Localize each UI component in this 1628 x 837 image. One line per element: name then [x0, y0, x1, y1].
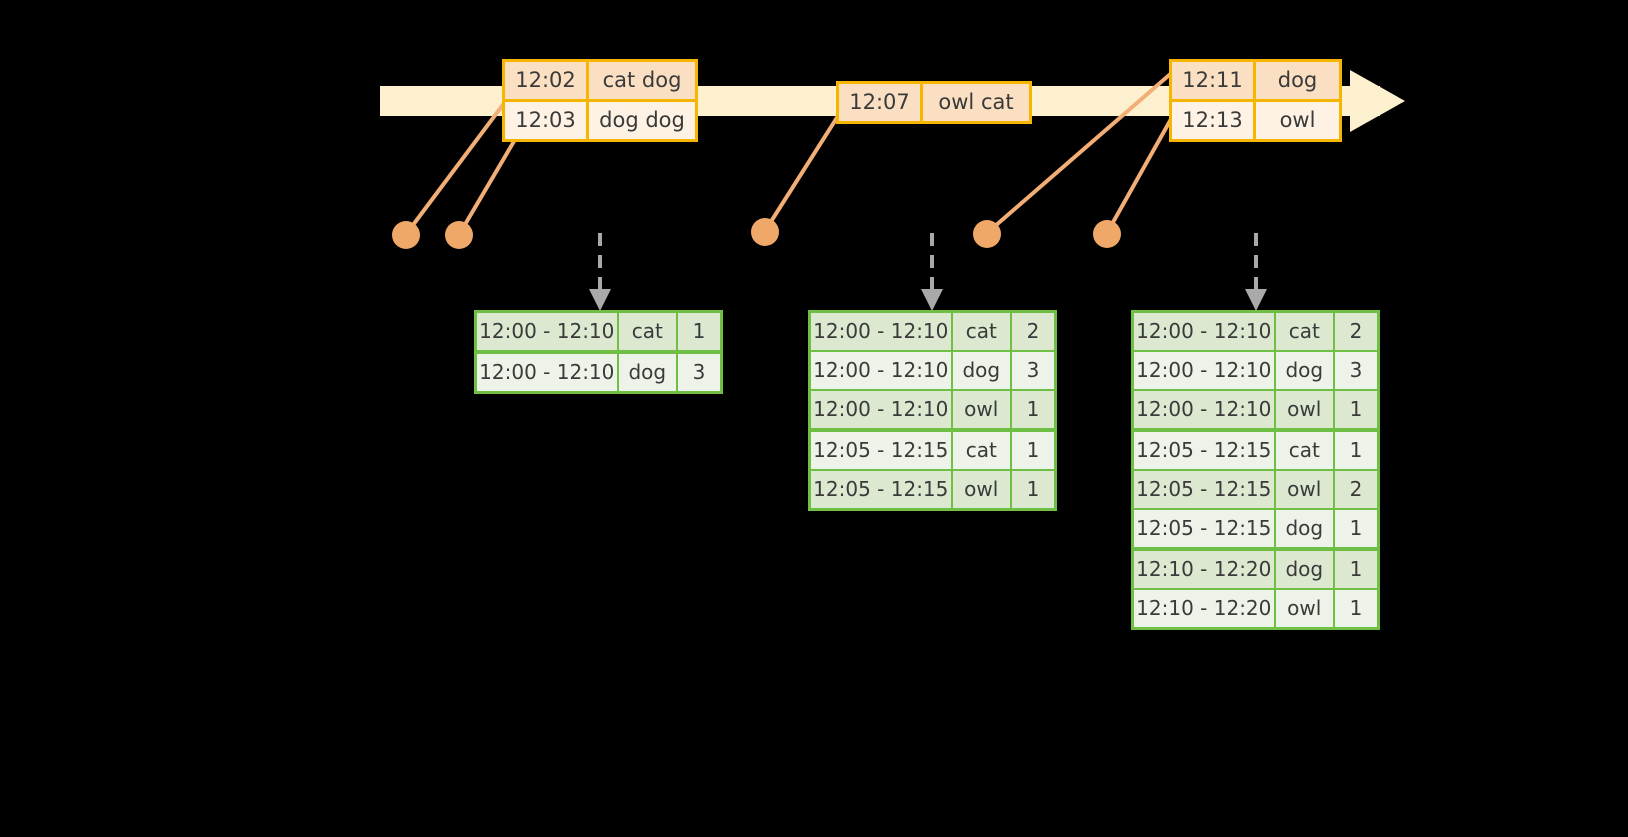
- cell-word: dog: [952, 352, 1012, 389]
- event-row[interactable]: 12:02 cat dog: [505, 62, 695, 99]
- cell-word: dog: [618, 354, 678, 391]
- cell-word: owl: [1275, 590, 1335, 627]
- cell-word: owl: [1275, 391, 1335, 428]
- cell-word: dog: [1275, 551, 1335, 588]
- cell-window: 12:00 - 12:10: [477, 313, 619, 350]
- table-row[interactable]: 12:00 - 12:10 dog 3: [477, 354, 720, 391]
- cell-word: cat: [952, 313, 1012, 350]
- cell-count: 2: [1334, 313, 1377, 350]
- cell-window: 12:00 - 12:10: [1134, 352, 1276, 389]
- event-row[interactable]: 12:07 owl cat: [839, 84, 1029, 121]
- table-row[interactable]: 12:00 - 12:10 cat 2: [1134, 313, 1377, 352]
- table-row[interactable]: 12:10 - 12:20 dog 1: [1134, 551, 1377, 590]
- cell-word: cat: [952, 432, 1012, 469]
- event-time: 12:03: [505, 102, 589, 139]
- result-arrow-2: [921, 233, 943, 311]
- table-row[interactable]: 12:05 - 12:15 owl 2: [1134, 471, 1377, 510]
- cell-count: 2: [1334, 471, 1377, 508]
- cell-window: 12:00 - 12:10: [477, 354, 619, 391]
- connector-line-2: [458, 124, 525, 235]
- cell-count: 1: [1334, 551, 1377, 588]
- event-time: 12:11: [1172, 62, 1256, 99]
- event-words: owl cat: [923, 84, 1029, 121]
- cell-word: owl: [1275, 471, 1335, 508]
- event-words: dog dog: [589, 102, 695, 139]
- connector-line-1: [405, 96, 510, 235]
- table-row[interactable]: 12:00 - 12:10 cat 2: [811, 313, 1054, 352]
- cell-count: 2: [1011, 313, 1054, 350]
- cell-word: cat: [1275, 432, 1335, 469]
- cell-count: 1: [1334, 590, 1377, 627]
- table-row[interactable]: 12:00 - 12:10 dog 3: [811, 352, 1054, 391]
- result-table-3[interactable]: 12:00 - 12:10 cat 2 12:00 - 12:10 dog 3 …: [1131, 310, 1380, 630]
- result-table-1[interactable]: 12:00 - 12:10 cat 1 12:00 - 12:10 dog 3: [474, 310, 723, 394]
- cell-word: owl: [952, 471, 1012, 508]
- cell-count: 1: [1011, 471, 1054, 508]
- emit-dots: [392, 218, 1121, 249]
- table-row[interactable]: 12:05 - 12:15 owl 1: [811, 471, 1054, 508]
- event-row[interactable]: 12:13 owl: [1172, 99, 1339, 139]
- cell-count: 1: [1334, 391, 1377, 428]
- event-box-3[interactable]: 12:11 dog 12:13 owl: [1169, 59, 1342, 142]
- event-box-1[interactable]: 12:02 cat dog 12:03 dog dog: [502, 59, 698, 142]
- result-arrows: [589, 233, 1267, 311]
- event-words: cat dog: [589, 62, 695, 99]
- cell-window: 12:05 - 12:15: [811, 432, 953, 469]
- table-row[interactable]: 12:00 - 12:10 owl 1: [1134, 391, 1377, 432]
- event-time: 12:02: [505, 62, 589, 99]
- emit-dot-2: [445, 221, 473, 249]
- cell-count: 3: [1334, 352, 1377, 389]
- event-words: dog: [1256, 62, 1339, 99]
- cell-window: 12:00 - 12:10: [811, 391, 953, 428]
- cell-window: 12:05 - 12:15: [1134, 471, 1276, 508]
- emit-dot-3: [751, 218, 779, 246]
- cell-word: dog: [1275, 352, 1335, 389]
- result-table-2[interactable]: 12:00 - 12:10 cat 2 12:00 - 12:10 dog 3 …: [808, 310, 1057, 511]
- event-row[interactable]: 12:11 dog: [1172, 62, 1339, 99]
- cell-window: 12:10 - 12:20: [1134, 551, 1276, 588]
- cell-count: 1: [1011, 432, 1054, 469]
- cell-count: 1: [1011, 391, 1054, 428]
- cell-window: 12:05 - 12:15: [1134, 510, 1276, 547]
- connector-line-5: [1105, 110, 1177, 235]
- cell-word: dog: [1275, 510, 1335, 547]
- cell-count: 1: [1334, 510, 1377, 547]
- cell-count: 3: [677, 354, 720, 391]
- cell-window: 12:00 - 12:10: [1134, 391, 1276, 428]
- table-row[interactable]: 12:00 - 12:10 dog 3: [1134, 352, 1377, 391]
- cell-window: 12:05 - 12:15: [1134, 432, 1276, 469]
- emit-dot-1: [392, 221, 420, 249]
- result-arrow-1: [589, 233, 611, 311]
- cell-count: 1: [677, 313, 720, 350]
- table-row[interactable]: 12:10 - 12:20 owl 1: [1134, 590, 1377, 627]
- emit-dot-5: [1093, 220, 1121, 248]
- table-row[interactable]: 12:05 - 12:15 cat 1: [811, 432, 1054, 471]
- cell-count: 1: [1334, 432, 1377, 469]
- table-row[interactable]: 12:00 - 12:10 owl 1: [811, 391, 1054, 432]
- table-row[interactable]: 12:05 - 12:15 dog 1: [1134, 510, 1377, 551]
- cell-count: 3: [1011, 352, 1054, 389]
- cell-window: 12:00 - 12:10: [1134, 313, 1276, 350]
- cell-window: 12:05 - 12:15: [811, 471, 953, 508]
- event-row[interactable]: 12:03 dog dog: [505, 99, 695, 139]
- cell-window: 12:00 - 12:10: [811, 313, 953, 350]
- event-box-2[interactable]: 12:07 owl cat: [836, 81, 1032, 124]
- cell-window: 12:00 - 12:10: [811, 352, 953, 389]
- event-words: owl: [1256, 102, 1339, 139]
- table-row[interactable]: 12:05 - 12:15 cat 1: [1134, 432, 1377, 471]
- emit-dot-4: [973, 220, 1001, 248]
- cell-word: cat: [618, 313, 678, 350]
- cell-word: owl: [952, 391, 1012, 428]
- cell-word: cat: [1275, 313, 1335, 350]
- cell-window: 12:10 - 12:20: [1134, 590, 1276, 627]
- connector-line-3: [763, 114, 840, 233]
- result-arrow-3: [1245, 233, 1267, 311]
- event-time: 12:13: [1172, 102, 1256, 139]
- table-row[interactable]: 12:00 - 12:10 cat 1: [477, 313, 720, 354]
- event-time: 12:07: [839, 84, 923, 121]
